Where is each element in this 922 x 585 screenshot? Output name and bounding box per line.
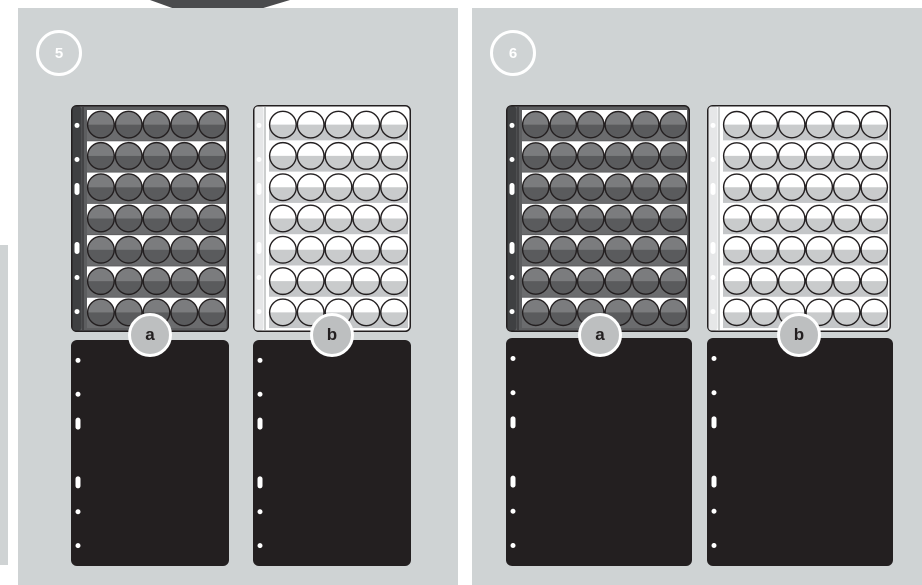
black-album-page <box>71 340 229 566</box>
coin-sheet-light <box>253 105 411 332</box>
coin-sheet-dark <box>71 105 229 332</box>
step-5-panel: 5 a b <box>18 8 458 585</box>
black-album-page <box>707 338 893 566</box>
black-album-page <box>253 340 411 566</box>
album-cover-edge <box>150 0 290 9</box>
edge-strip <box>0 245 8 565</box>
step-number-badge: 6 <box>490 30 536 76</box>
sheet-label-b: b <box>777 313 821 357</box>
black-album-page <box>506 338 692 566</box>
coin-sheet-light <box>707 105 891 332</box>
sheet-label-a: a <box>578 313 622 357</box>
step-number-badge: 5 <box>36 30 82 76</box>
step-6-panel: 6 a b <box>472 8 922 585</box>
coin-sheet-dark <box>506 105 690 332</box>
sheet-label-a: a <box>128 313 172 357</box>
sheet-label-b: b <box>310 313 354 357</box>
